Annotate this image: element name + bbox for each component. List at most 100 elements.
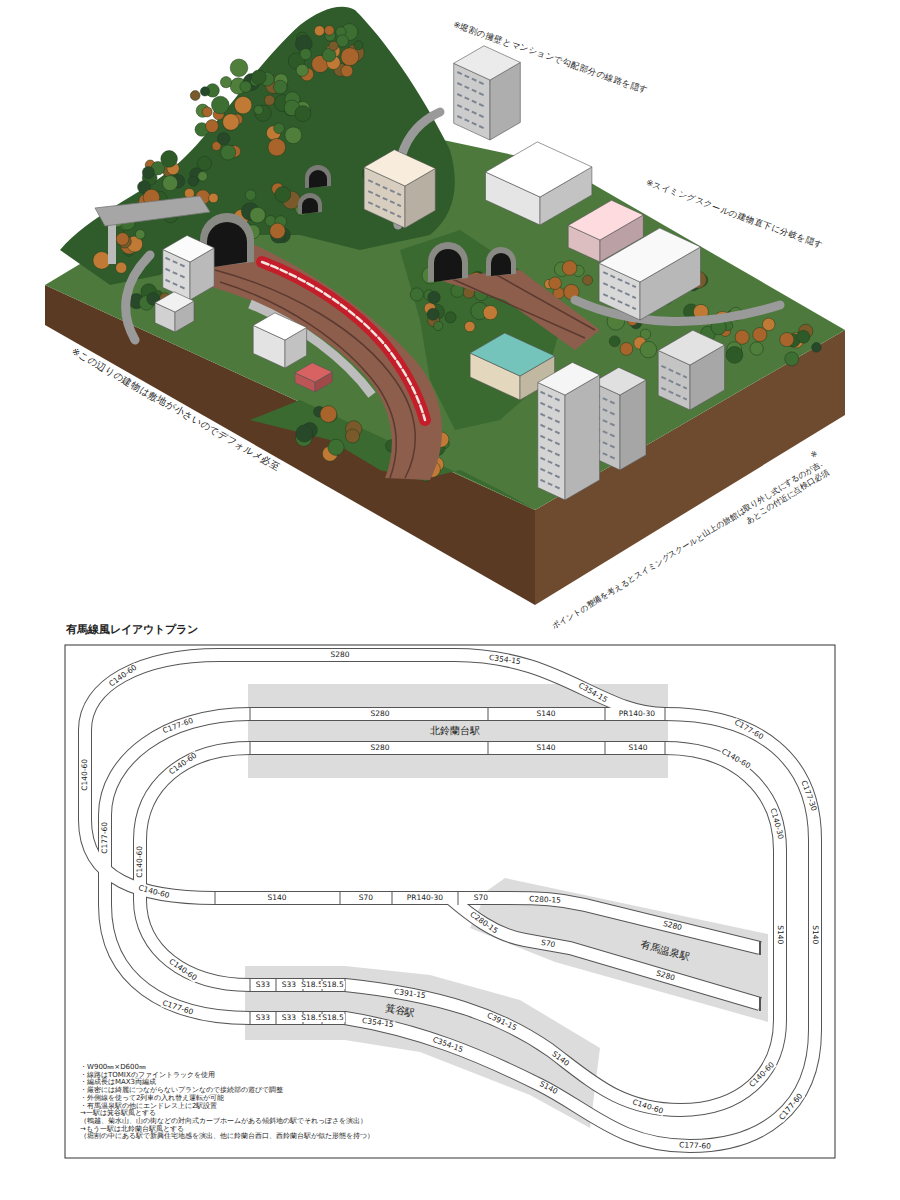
tree — [300, 48, 311, 59]
track-piece-label: S280 — [330, 651, 351, 659]
track-joint — [759, 941, 761, 955]
tree — [230, 59, 248, 77]
tree — [212, 96, 230, 114]
track-piece-label: C140-60 — [167, 957, 199, 983]
tree — [223, 114, 240, 131]
tree — [234, 96, 252, 114]
tree — [609, 336, 620, 347]
track-piece-label: C280-15 — [528, 895, 562, 904]
building-window — [603, 272, 636, 287]
building-window — [540, 469, 562, 479]
building-window — [457, 83, 486, 96]
tree — [142, 166, 154, 178]
track-outline — [85, 655, 760, 948]
building-window — [661, 388, 686, 400]
track-piece-label: C391-15 — [393, 988, 428, 1000]
tree — [268, 138, 286, 156]
track-piece-label: C280-15 — [468, 910, 500, 936]
elevated-road — [108, 224, 116, 264]
building-face — [593, 367, 646, 395]
building-face — [599, 228, 700, 282]
track-piece-label: C177-60 — [161, 999, 195, 1017]
track-piece-label: C354-15 — [576, 681, 609, 704]
plan-note: （堀割の中にある駅で新興住宅地感を演出、他に鈴蘭台西口、西鈴蘭台駅が似た形態を持… — [80, 1133, 374, 1140]
tree — [202, 107, 212, 117]
building-face — [364, 150, 435, 186]
building-face — [163, 235, 214, 262]
building-window — [457, 94, 486, 107]
tree — [562, 261, 577, 276]
plan-note: ・編成長はMAX3両編成 — [80, 1079, 156, 1086]
track-piece-label: C140-30 — [769, 807, 785, 842]
tree — [93, 252, 111, 270]
train — [262, 262, 425, 420]
track-piece-label: S140 — [776, 925, 784, 946]
annotation-note: ※スイミングスクールの建物直下に分岐を隠す — [645, 178, 824, 250]
tree — [190, 91, 200, 101]
tree — [620, 343, 633, 356]
track-piece-label: PR140-30 — [618, 710, 656, 718]
track-joint — [276, 1011, 277, 1025]
tree — [346, 429, 360, 443]
annotation-note: ※この辺りの建物は敷地が小さいのでデフォルメ必至 — [70, 346, 281, 472]
building-face — [155, 292, 194, 312]
track-piece-label: S140 — [537, 1080, 559, 1097]
building — [658, 330, 724, 410]
track-piece-label: C177-60 — [777, 1092, 804, 1123]
tree — [209, 193, 219, 203]
building-face — [470, 333, 554, 376]
track-piece-label: PR140-30 — [406, 894, 444, 902]
track-joint — [250, 741, 251, 755]
building-window — [457, 116, 486, 129]
building-face — [620, 380, 646, 470]
track-piece-label: C140-60 — [719, 747, 752, 770]
elevated-road — [95, 196, 210, 226]
track-piece-label: S140 — [628, 744, 649, 752]
tree — [251, 70, 266, 85]
track-piece-label: C140-60 — [167, 751, 199, 777]
tree-cluster — [93, 24, 821, 482]
tree — [221, 145, 236, 160]
track-piece-label: C140-60 — [136, 845, 144, 879]
building — [295, 363, 332, 392]
tunnel-portal — [305, 165, 331, 188]
building-window — [165, 269, 187, 279]
tree — [726, 347, 743, 364]
track-joint — [759, 997, 761, 1011]
road — [126, 112, 780, 340]
track-outline — [450, 898, 760, 1004]
track-piece-label: S33 — [281, 1014, 297, 1022]
mountain — [60, 7, 455, 285]
track-piece-label: S18.5 — [300, 981, 323, 989]
plan-frame — [65, 645, 835, 1158]
annotation-note: ※ポイントの整備を考えるとスイミングスクールと山上の旅館は取り外し式にするのが吉… — [545, 449, 831, 642]
track-joint — [340, 891, 341, 905]
tree — [445, 312, 456, 323]
tree — [354, 41, 363, 50]
building-window — [165, 258, 187, 268]
track-piece-label: S18.5 — [321, 1014, 344, 1022]
building-window — [603, 294, 636, 309]
building-face — [565, 375, 600, 500]
tree — [328, 439, 344, 455]
track-piece-label: S18.5 — [300, 1014, 323, 1022]
track-joint — [458, 891, 459, 905]
track-joint — [250, 1011, 251, 1025]
tree — [314, 26, 324, 36]
track-piece-label: S70 — [539, 939, 556, 949]
building-window — [540, 392, 562, 402]
building-window — [540, 425, 562, 435]
annotation-note: ※堀割の擁壁とマンションで勾配部分の線路を隠す — [452, 20, 649, 95]
track-piece-label: C177-60 — [678, 1141, 712, 1150]
building — [454, 46, 521, 140]
track-piece-label: S140 — [536, 744, 557, 752]
building-window — [368, 202, 401, 217]
track-piece-label: C354-15 — [361, 1017, 396, 1029]
building-window — [661, 366, 686, 378]
tree — [483, 305, 497, 319]
tree — [163, 176, 178, 191]
track-joint — [665, 741, 666, 755]
building — [364, 150, 435, 228]
building-face — [454, 46, 521, 80]
